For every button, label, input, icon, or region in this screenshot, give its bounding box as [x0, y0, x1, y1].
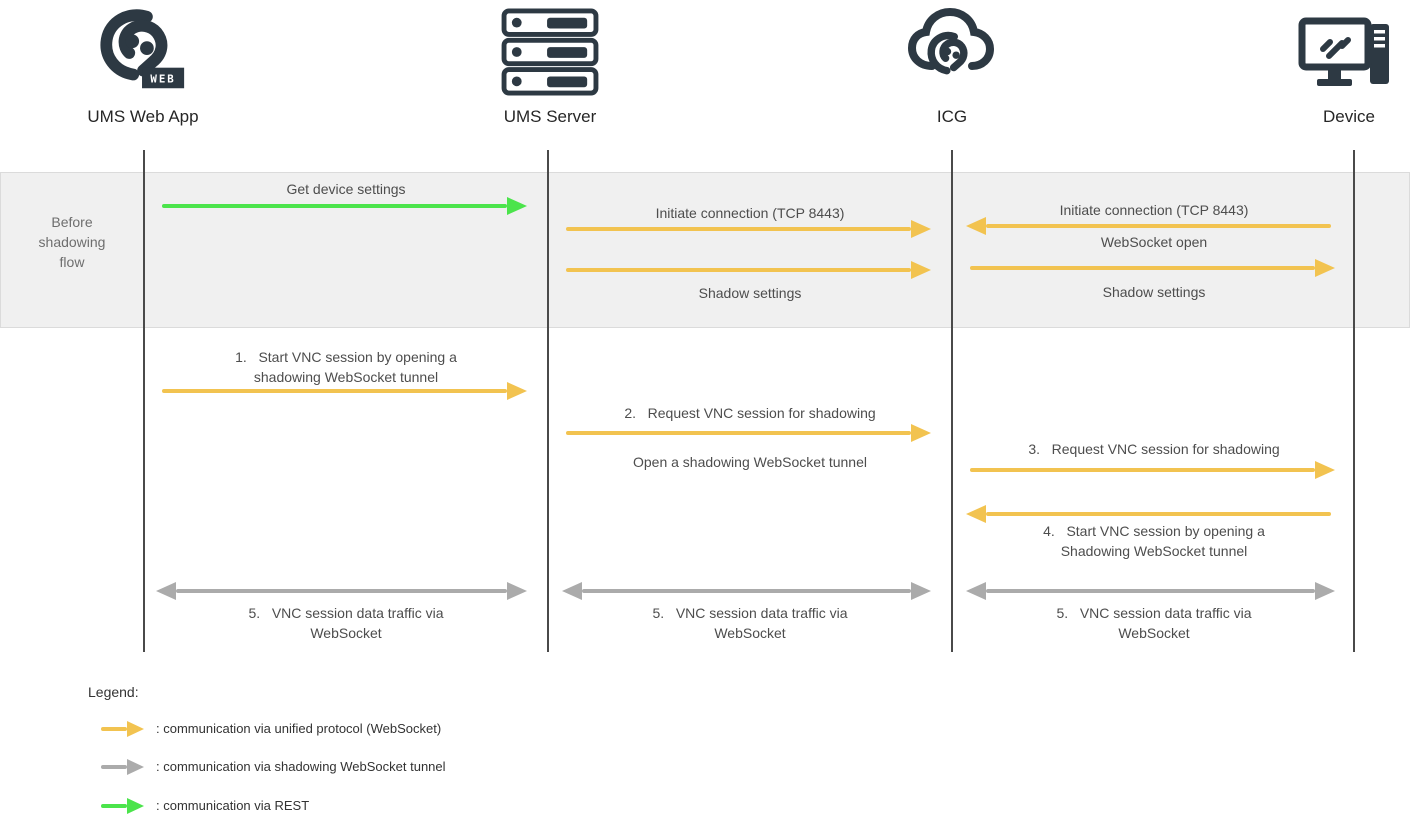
phase-band-label: Before shadowing flow [38, 214, 106, 270]
arrow-step3 [970, 461, 1335, 479]
lifeline-device [1353, 150, 1355, 652]
message-initiate-connection-device-icg: Initiate connection (TCP 8443) [1059, 202, 1249, 218]
lifeline-ums-server [547, 150, 549, 652]
legend-item-rest: : communication via REST [156, 798, 310, 813]
monitor-tower-icon [1298, 17, 1389, 86]
lifeline-icg [951, 150, 953, 652]
message-get-device-settings: Get device settings [286, 181, 406, 197]
arrow-step5-webapp-server [156, 582, 527, 600]
legend-title: Legend: [88, 684, 139, 700]
arrow-step5-icg-device [966, 582, 1335, 600]
actor-label-ums-server: UMS Server [503, 107, 597, 126]
message-step3: 3. Request VNC session for shadowing [1028, 441, 1280, 457]
arrow-shadow-settings-server-icg [566, 261, 931, 279]
actor-label-icg: ICG [936, 107, 968, 126]
yellow-arrow-icon [101, 721, 144, 737]
message-shadow-settings-icg-device: Shadow settings [1102, 284, 1206, 300]
message-step5-webapp-server: 5. VNC session data traffic via WebSocke… [248, 605, 444, 641]
arrow-step4 [966, 505, 1331, 523]
message-open-tunnel: Open a shadowing WebSocket tunnel [632, 454, 867, 470]
message-step1: 1. Start VNC session by opening a shadow… [235, 349, 457, 385]
ums-web-app-logo-icon: WEB [100, 9, 185, 89]
message-step5-server-icg: 5. VNC session data traffic via WebSocke… [652, 605, 848, 641]
arrow-step1 [162, 382, 527, 400]
gray-arrow-icon [101, 759, 144, 775]
server-stack-icon [501, 8, 599, 96]
legend-item-unified-protocol: : communication via unified protocol (We… [156, 721, 442, 736]
before-shadowing-phase-band [0, 172, 1410, 328]
cloud-link-icon [907, 7, 995, 75]
message-step4: 4. Start VNC session by opening a Shadow… [1043, 523, 1265, 559]
arrow-get-device-settings [162, 197, 527, 215]
actor-label-device: Device [1323, 107, 1375, 126]
message-initiate-connection-server-icg: Initiate connection (TCP 8443) [655, 205, 845, 221]
svg-text:WEB: WEB [150, 72, 175, 85]
message-step5-icg-device: 5. VNC session data traffic via WebSocke… [1056, 605, 1252, 641]
lifeline-ums-web-app [143, 150, 145, 652]
green-arrow-icon [101, 798, 144, 814]
arrow-step5-server-icg [562, 582, 931, 600]
message-websocket-open: WebSocket open [1100, 234, 1208, 250]
arrow-initiate-connection-device-icg [966, 217, 1331, 235]
actor-label-ums-web-app: UMS Web App [87, 107, 199, 126]
arrow-step2 [566, 424, 931, 442]
message-step2: 2. Request VNC session for shadowing [624, 405, 876, 421]
arrow-websocket-open-icg-device [970, 259, 1335, 277]
legend-item-shadowing-tunnel: : communication via shadowing WebSocket … [156, 759, 446, 774]
message-shadow-settings-server-icg: Shadow settings [698, 285, 802, 301]
arrow-initiate-connection-server-icg [566, 220, 931, 238]
